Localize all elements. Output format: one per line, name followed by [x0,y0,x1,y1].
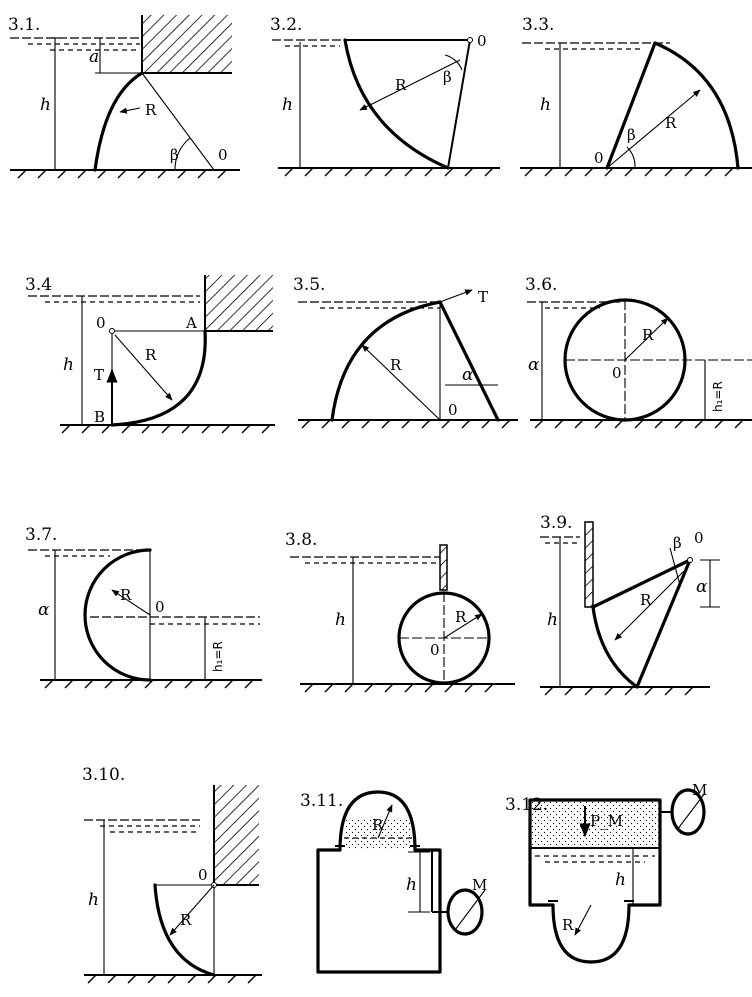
figure-number: 3.2. [270,15,302,35]
label-m: M [692,781,707,799]
label-h: h [40,95,51,115]
label-r: R [372,816,384,834]
label-origin: 0 [155,598,165,616]
curved-gate [93,71,144,172]
figure-3-10: 3.10. h 0 R [82,765,262,984]
label-beta: β [170,146,179,164]
label-h: h [335,610,346,630]
label-origin: 0 [198,866,208,884]
curved-gate [330,300,442,422]
figure-number: 3.7. [25,525,57,545]
label-pm: P_M [590,812,623,830]
label-r: R [455,608,467,626]
figure-3-4: 3.4 h 0 A R T B [25,275,275,434]
label-origin: 0 [594,149,604,167]
label-beta: β [627,126,636,144]
figure-number: 3.10. [82,765,125,785]
figure-3-6: 3.6. α R 0 h₁=R [525,275,752,429]
label-m: M [472,876,487,894]
label-r: R [145,101,157,119]
label-r: R [145,346,157,364]
label-r: R [120,586,132,604]
figure-3-3: 3.3. h R β 0 [520,15,752,177]
label-origin: 0 [218,146,228,164]
figure-number: 3.1. [8,15,40,35]
label-origin: 0 [430,641,440,659]
label-a-point: A [185,314,197,332]
label-beta: β [443,68,452,86]
label-h: h [88,890,99,910]
label-h: h [406,875,417,895]
label-h: h [63,355,74,375]
figure-3-9: 3.9. h β 0 R α [540,513,720,696]
curved-gate [343,38,450,170]
curved-gate [153,883,216,977]
label-h: h [615,870,626,890]
label-r: R [642,326,654,344]
label-h1: h₁=R [711,381,725,412]
label-r: R [562,916,574,934]
figure-number: 3.6. [525,275,557,295]
label-origin: 0 [477,32,487,50]
label-a: a [89,47,99,67]
half-cylinder-gate [83,548,152,682]
curved-gate [653,41,740,170]
label-origin: 0 [96,314,106,332]
manometer-gauge [670,788,706,836]
figure-number: 3.8. [285,530,317,550]
label-b-point: B [94,408,105,426]
label-r: R [180,911,192,929]
label-r: R [640,591,652,609]
label-alpha: α [462,365,474,385]
figure-number: 3.5. [293,275,325,295]
curved-gate [591,605,639,689]
figure-3-8: 3.8. h R 0 [285,530,515,693]
label-h: h [282,95,293,115]
curved-gate [110,329,207,427]
figure-number: 3.3. [522,15,554,35]
figure-number: 3.9. [540,513,572,533]
label-beta: β [673,534,682,552]
label-r: R [395,76,407,94]
figure-3-11: 3.11. R h M [300,790,487,974]
label-t: T [478,288,488,306]
label-alpha: α [38,600,50,620]
hemisphere-gate [551,903,631,964]
manometer-gauge [446,888,484,936]
label-t: T [94,366,104,384]
figure-number: 3.4 [25,275,52,295]
label-origin: 0 [612,364,622,382]
figure-3-1: 3.1. a h R β 0 [8,15,240,179]
label-h: h [547,610,558,630]
label-h: h [540,95,551,115]
figure-3-2: 3.2. h R β 0 [270,15,500,177]
label-origin: 0 [694,529,704,547]
label-alpha: α [696,577,708,597]
label-origin: 0 [448,401,458,419]
label-r: R [390,356,402,374]
tank [316,848,442,974]
label-r: R [665,114,677,132]
figure-number: 3.11. [300,791,343,811]
figure-3-7: 3.7. α R 0 h₁=R [25,525,262,689]
wall-hatch [142,15,232,73]
label-h1: h₁=R [211,641,225,672]
label-alpha: α [528,355,540,375]
figure-3-12: 3.12. P_M M h R [505,781,707,964]
figure-3-5: 3.5. T R α 0 [293,275,518,429]
